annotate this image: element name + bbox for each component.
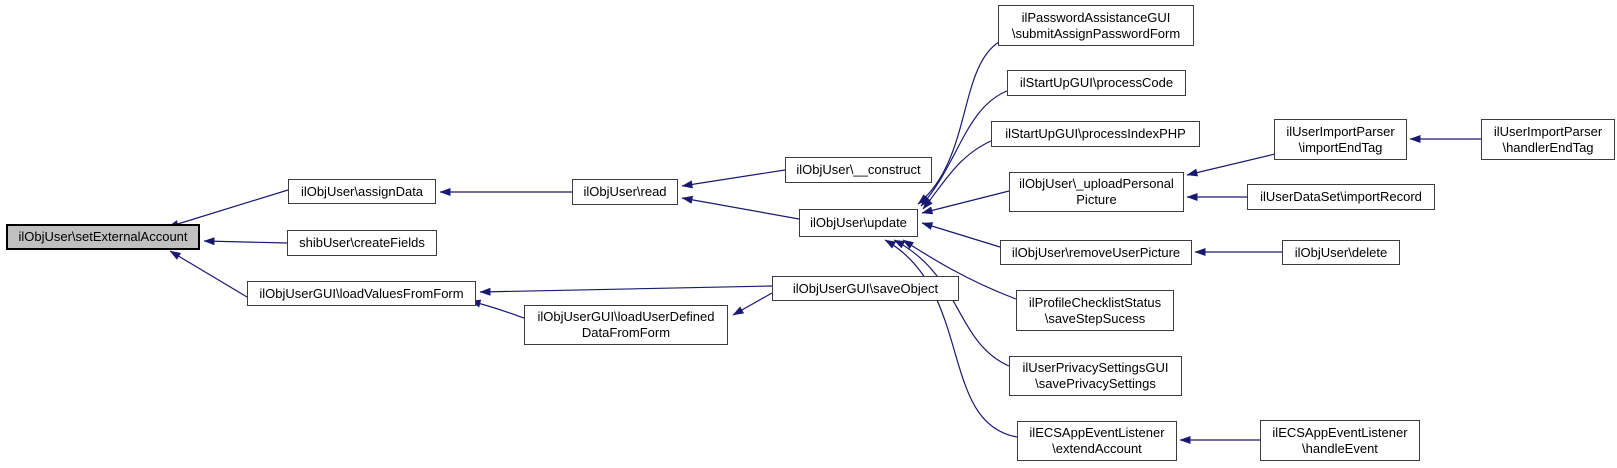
node-uploadPersonalPicture[interactable]: ilObjUser\_uploadPersonal Picture: [1009, 172, 1184, 212]
node-removeUserPicture[interactable]: ilObjUser\removeUserPicture: [1000, 240, 1192, 265]
node-delete[interactable]: ilObjUser\delete: [1282, 240, 1400, 265]
edge-importEndTag-to-uploadPersonalPicture: [1186, 153, 1276, 177]
node-loadValuesFromForm[interactable]: ilObjUserGUI\loadValuesFromForm: [247, 281, 476, 306]
edge-savePrivacySettings-to-update: [893, 239, 1010, 367]
node-extendAccount[interactable]: ilECSAppEventListener \extendAccount: [1017, 421, 1177, 461]
node-saveObject[interactable]: ilObjUserGUI\saveObject: [772, 276, 959, 301]
node-importRecord[interactable]: ilUserDataSet\importRecord: [1247, 184, 1435, 210]
edge-processCode-to-update: [920, 90, 1008, 207]
edge-submitAssignPasswordForm-to-update: [917, 41, 1000, 205]
edge-saveStepSucess-to-update: [902, 239, 1017, 300]
edge-extendAccount-to-update: [884, 239, 1018, 438]
node-saveStepSucess[interactable]: ilProfileChecklistStatus \saveStepSucess: [1016, 290, 1174, 331]
node-handleEvent[interactable]: ilECSAppEventListener \handleEvent: [1260, 420, 1420, 461]
node-savePrivacySettings[interactable]: ilUserPrivacySettingsGUI \savePrivacySet…: [1009, 356, 1182, 396]
node-assignData[interactable]: ilObjUser\assignData: [288, 179, 436, 204]
node-loadUserDefinedDataFromForm[interactable]: ilObjUserGUI\loadUserDefined DataFromFor…: [524, 305, 728, 345]
edge-loadValuesFromForm-to-setExternalAccount: [169, 250, 248, 298]
node-submitAssignPasswordForm[interactable]: ilPasswordAssistanceGUI \submitAssignPas…: [998, 5, 1194, 46]
edge-saveObject-to-loadValuesFromForm: [479, 285, 773, 296]
edge-uploadPersonalPicture-to-update: [921, 190, 1010, 215]
edge-removeUserPicture-to-update: [921, 222, 1001, 248]
node-processCode[interactable]: ilStartUpGUI\processCode: [1007, 70, 1186, 96]
edge-loadUserDefinedDataFromForm-to-loadValuesFromForm: [469, 299, 525, 319]
node-setExternalAccount: ilObjUser\setExternalAccount: [6, 224, 200, 250]
edge-saveObject-to-loadUserDefinedDataFromForm: [732, 292, 773, 316]
node-read[interactable]: ilObjUser\read: [572, 179, 678, 205]
edge-construct-to-read: [681, 169, 786, 189]
edge-processIndexPHP-to-update: [922, 140, 992, 210]
node-construct[interactable]: ilObjUser\__construct: [785, 157, 932, 183]
node-processIndexPHP[interactable]: ilStartUpGUI\processIndexPHP: [991, 121, 1200, 147]
node-createFields[interactable]: shibUser\createFields: [287, 230, 437, 256]
node-importEndTag[interactable]: ilUserImportParser \importEndTag: [1274, 119, 1407, 160]
edge-createFields-to-setExternalAccount: [203, 237, 288, 246]
edge-assignData-to-setExternalAccount: [167, 189, 289, 228]
edge-update-to-read: [681, 195, 800, 220]
node-update[interactable]: ilObjUser\update: [799, 209, 918, 237]
node-handlerEndTag[interactable]: ilUserImportParser \handlerEndTag: [1481, 119, 1615, 160]
